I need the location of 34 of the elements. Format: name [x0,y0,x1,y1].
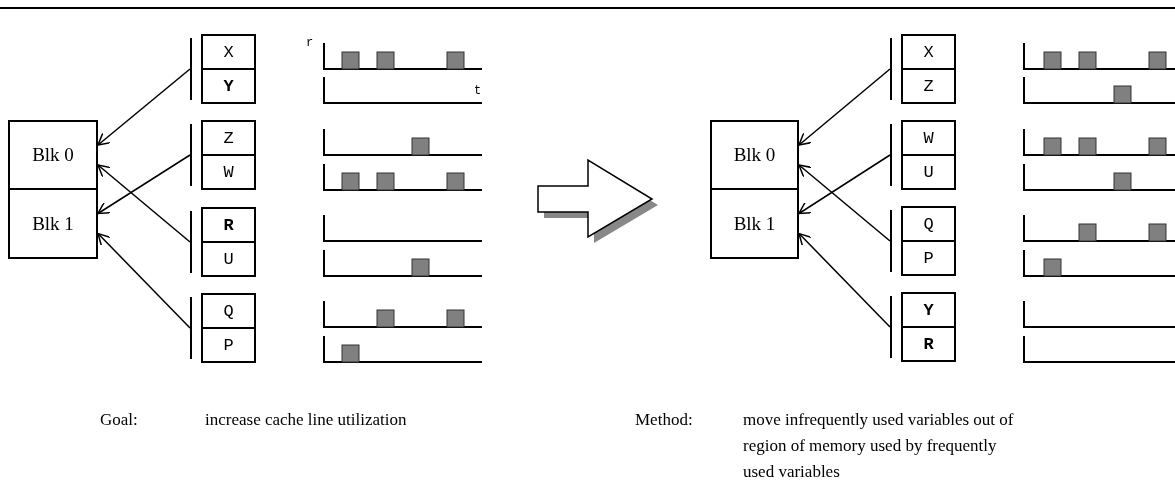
memory-block: Blk 0 [710,120,799,190]
variable-cell: R [201,207,256,243]
note-heading: Goal: [100,409,138,431]
note-text: move infrequently used variables out of region of memory used by frequently used variables [743,409,1015,483]
variable-cell: Q [201,293,256,329]
arrow [97,68,191,146]
note-text: increase cache line utilization [205,409,407,431]
memory-block: Blk 1 [8,188,98,259]
arrow [798,232,891,328]
variable-cell: W [201,154,256,190]
variable-cell: Y [901,292,956,328]
variable-cell: U [201,241,256,277]
memory-block: Blk 0 [8,120,98,190]
variable-cell: X [201,34,256,70]
note-heading: Method: [635,409,693,431]
variable-cell: W [901,120,956,156]
arrow [97,232,191,329]
arrow [97,154,191,215]
variable-cell: R [901,326,956,362]
variable-cell: P [901,240,956,276]
axis-label: r [306,36,314,50]
arrow [798,68,891,146]
memory-block: Blk 1 [710,188,799,259]
axis-label: t [474,84,482,98]
variable-cell: Z [201,120,256,156]
variable-cell: Z [901,68,956,104]
arrow [798,164,891,242]
variable-cell: P [201,327,256,363]
variable-cell: Q [901,206,956,242]
variable-cell: U [901,154,956,190]
variable-cell: X [901,34,956,70]
variable-cell: Y [201,68,256,104]
arrow [798,154,891,215]
arrow [97,164,191,243]
